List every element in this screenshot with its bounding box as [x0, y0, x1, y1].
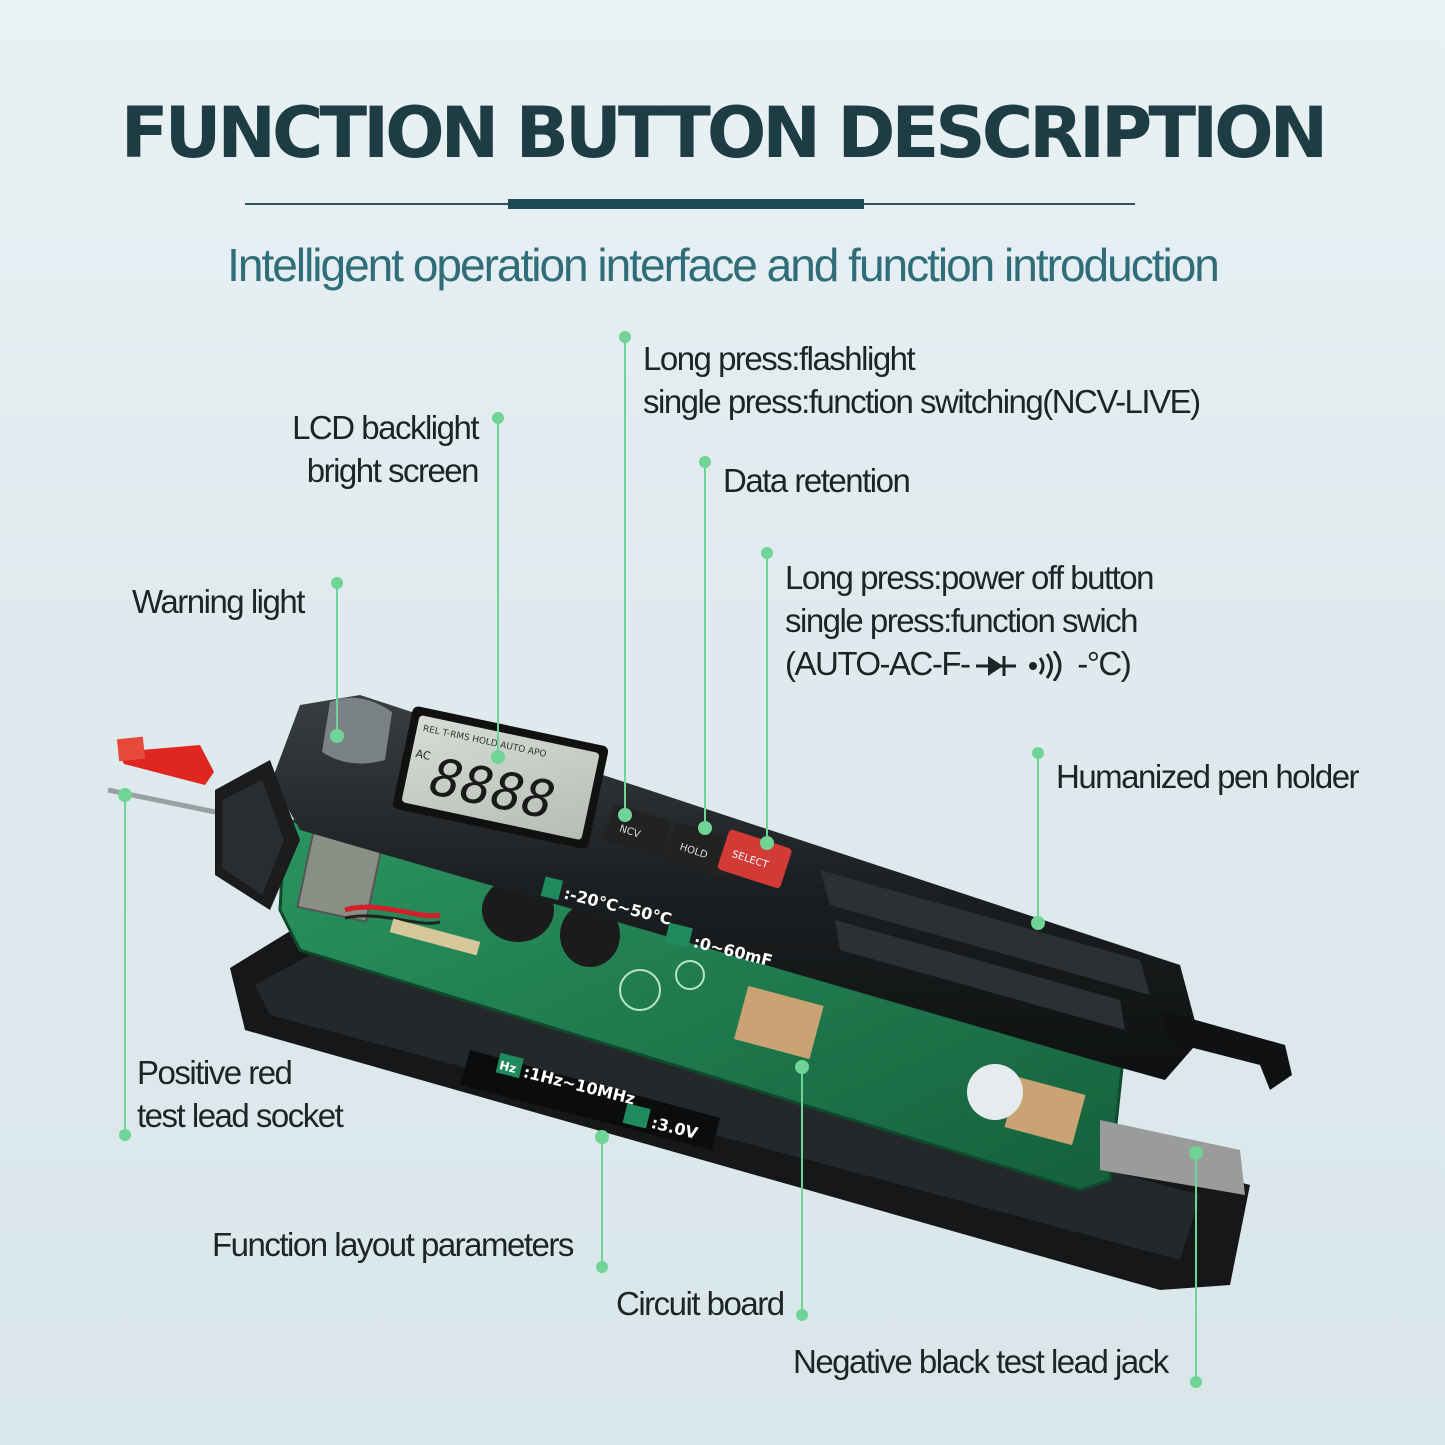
param-frequency-tag: Hz [498, 1058, 518, 1076]
page-subtitle: Intelligent operation interface and func… [227, 239, 1220, 291]
label-positive-socket: Positive red test lead socket [137, 1051, 344, 1137]
sound-icon [1028, 651, 1062, 682]
power-modes-suffix: -°C) [1069, 645, 1132, 682]
label-lcd-line1: LCD backlight [292, 409, 479, 446]
title-divider-accent [508, 199, 864, 209]
label-flashlight-line1: Long press:flashlight [643, 340, 916, 377]
hold-button[interactable]: HOLD [663, 821, 734, 878]
label-warning-light: Warning light [132, 583, 305, 620]
diode-icon [622, 1103, 651, 1129]
label-positive-socket-line1: Positive red [137, 1054, 293, 1091]
test-probe [107, 736, 231, 818]
power-modes-prefix: (AUTO-AC-F- [785, 645, 971, 682]
label-data-retention: Data retention [723, 462, 911, 499]
label-positive-socket-line2: test lead socket [137, 1097, 344, 1134]
label-pen-holder: Humanized pen holder [1056, 758, 1360, 795]
label-flashlight: Long press:flashlight single press:funct… [643, 337, 1201, 423]
label-power: Long press:power off button single press… [785, 556, 1155, 685]
label-function-layout: Function layout parameters [212, 1226, 574, 1263]
label-power-line1: Long press:power off button [785, 559, 1155, 596]
label-lcd: LCD backlight bright screen [238, 406, 480, 492]
warning-light [322, 697, 392, 764]
label-circuit-board: Circuit board [616, 1285, 785, 1322]
lcd-screen: REL T-RMS HOLD AUTO APO AC 8888 [392, 706, 609, 849]
label-power-line2: single press:function swich [785, 602, 1139, 639]
capacitor-icon [664, 922, 693, 948]
thermometer-icon [540, 876, 564, 901]
pen-holder [1160, 1010, 1292, 1090]
lcd-ac: AC [414, 747, 432, 763]
callout-lines [118, 331, 1203, 1388]
page-title: FUNCTION BUTTON DESCRIPTION [120, 92, 1328, 174]
diode-icon [975, 656, 1016, 677]
negative-jack [1100, 1120, 1245, 1195]
label-lcd-line2: bright screen [306, 452, 480, 489]
label-power-line3: (AUTO-AC-F- -°C) [785, 642, 1153, 685]
label-flashlight-line2: single press:function switching(NCV-LIVE… [643, 383, 1201, 420]
label-negative-jack: Negative black test lead jack [793, 1343, 1169, 1380]
lower-housing [230, 925, 1250, 1290]
